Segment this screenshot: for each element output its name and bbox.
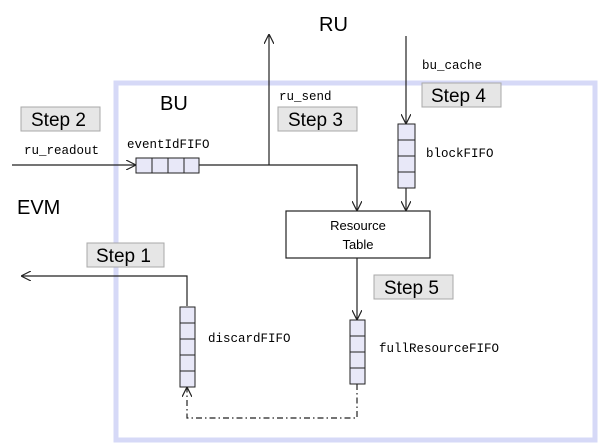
resource-table: Resource Table <box>285 210 431 259</box>
ru-readout-label: ru_readout <box>24 144 99 158</box>
event-id-fifo-label: eventIdFIFO <box>127 138 210 152</box>
svg-text:Step 1: Step 1 <box>96 246 151 267</box>
step-5-badge: Step 5 <box>373 274 454 300</box>
svg-text:Step 5: Step 5 <box>384 278 439 299</box>
ru-label: RU <box>319 14 348 36</box>
svg-text:Step 3: Step 3 <box>288 110 343 131</box>
svg-text:Step 2: Step 2 <box>31 110 86 131</box>
full-resource-fifo-label: fullResourceFIFO <box>379 342 499 356</box>
event-id-fifo <box>135 157 200 174</box>
discard-fifo-label: discardFIFO <box>208 332 291 346</box>
svg-text:Step 4: Step 4 <box>431 86 486 107</box>
discard-fifo <box>179 306 196 388</box>
svg-text:Table: Table <box>342 237 373 252</box>
svg-text:Resource: Resource <box>330 218 386 233</box>
full-resource-fifo <box>349 319 366 385</box>
step-1-badge: Step 1 <box>86 242 165 268</box>
discard-to-evm-arrow <box>22 276 188 306</box>
step-4-badge: Step 4 <box>421 82 502 108</box>
event-id-to-resource-arrow <box>199 164 357 210</box>
recycle-loop-arrow <box>187 384 358 419</box>
step-2-badge: Step 2 <box>20 106 101 132</box>
ru-send-label: ru_send <box>279 90 332 104</box>
bu-label: BU <box>160 93 188 115</box>
step-3-badge: Step 3 <box>277 106 358 132</box>
block-fifo-label: blockFIFO <box>426 147 494 161</box>
block-fifo <box>397 123 416 189</box>
bu-cache-label: bu_cache <box>422 59 482 73</box>
evm-label: EVM <box>17 197 60 219</box>
